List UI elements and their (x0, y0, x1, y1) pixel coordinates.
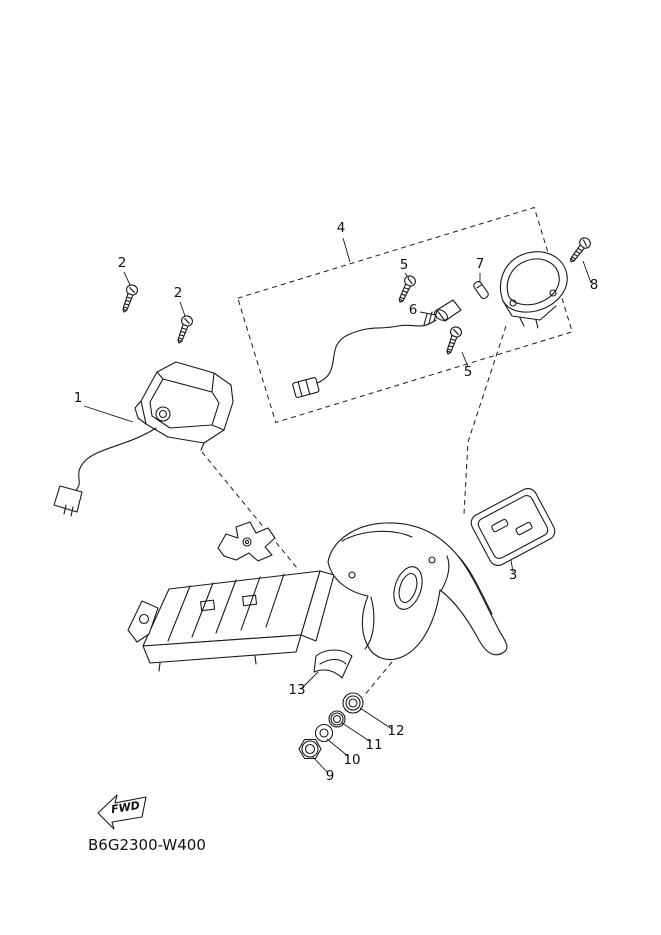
harness-group-box (237, 206, 573, 424)
callout-12: 12 (387, 723, 404, 739)
callout-6: 6 (409, 302, 418, 318)
callout-13: 13 (288, 682, 305, 698)
taillight-assembly (53, 361, 234, 517)
bulb-7 (473, 280, 489, 300)
damper-12 (342, 692, 364, 714)
license-light-unit (499, 251, 568, 329)
callout-2b: 2 (174, 285, 183, 301)
assembly-dashed-lines (201, 325, 507, 698)
callout-8: 8 (590, 277, 599, 293)
fwd-label: FWD (110, 799, 140, 816)
callout-1: 1 (74, 390, 83, 406)
nut-9 (298, 738, 322, 760)
fwd-arrow: FWD (97, 794, 147, 830)
screw-8 (565, 235, 593, 266)
callout-labels: 1 2 2 3 4 5 5 6 7 8 9 10 11 12 13 (74, 220, 599, 784)
callout-7: 7 (476, 256, 485, 272)
rear-carrier-frame (127, 521, 335, 672)
callout-2a: 2 (118, 255, 127, 271)
bulb-socket (436, 299, 462, 322)
washer-10 (314, 723, 334, 743)
screw-2b (173, 313, 195, 346)
callout-3: 3 (509, 567, 518, 583)
wire-harness (292, 299, 462, 398)
screw-2a (118, 282, 140, 315)
screw-5b (442, 324, 464, 357)
cover-13 (313, 649, 353, 679)
callout-leaders (83, 237, 592, 774)
rear-fender (327, 522, 508, 660)
collar-11 (328, 710, 346, 728)
screw-5a (394, 273, 418, 306)
license-bracket (470, 487, 556, 567)
callout-10: 10 (343, 752, 360, 768)
callout-5b: 5 (464, 364, 473, 380)
callout-9: 9 (326, 768, 335, 784)
callout-5a: 5 (400, 257, 409, 273)
diagram-code: B6G2300-W400 (88, 836, 206, 854)
callout-4: 4 (337, 220, 346, 236)
taillight-connector (53, 485, 83, 513)
callout-11: 11 (365, 737, 382, 753)
